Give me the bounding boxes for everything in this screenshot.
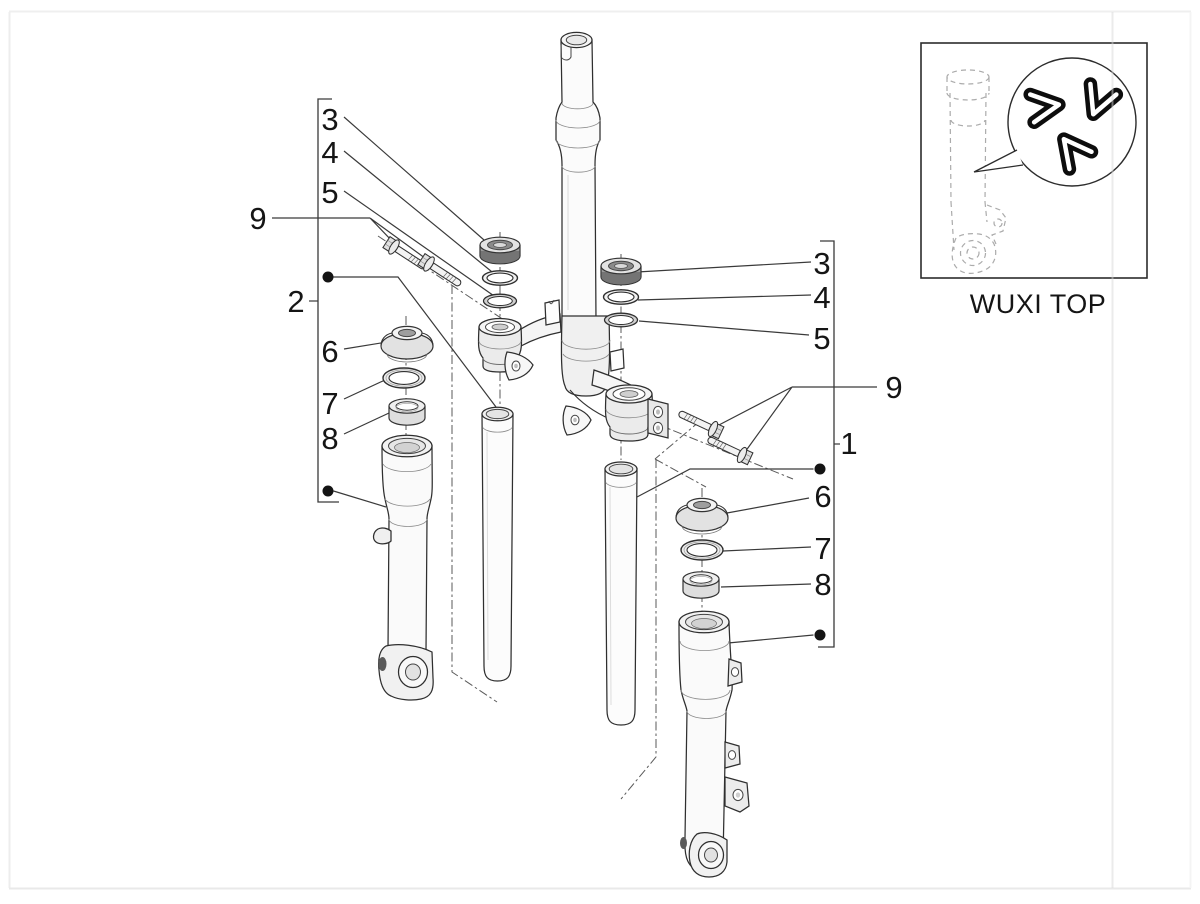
part-bushing-right — [682, 571, 720, 599]
part-fork-crown — [477, 299, 669, 442]
part-clamp-bolt-right-2 — [704, 431, 755, 467]
part-seal-ring-right — [680, 539, 724, 561]
part-oring-left — [481, 270, 519, 286]
part-outer-tube-left — [372, 434, 434, 701]
group-1-marker-top — [814, 463, 826, 475]
leader-6-right — [726, 497, 810, 514]
callout-left-5: 5 — [321, 175, 338, 210]
leader-7-left — [343, 379, 386, 400]
stem-cable-notch — [560, 45, 572, 61]
callout-left-6: 6 — [321, 334, 338, 369]
leader-2-outer-tube — [333, 490, 387, 508]
part-dust-cover-left — [380, 325, 434, 363]
inset-ghost-fork-leg — [946, 69, 1007, 274]
callout-right-7: 7 — [814, 531, 831, 566]
group-1-marker-bottom — [814, 629, 826, 641]
part-outer-tube-right — [678, 610, 750, 878]
part-washer-right — [603, 312, 639, 328]
part-oring-right — [602, 289, 640, 305]
part-dust-cover-right — [675, 497, 729, 535]
inset-caption: WUXI TOP — [970, 289, 1107, 319]
callout-labels: 3 4 5 9 2 6 7 8 3 4 5 9 1 6 7 8 — [249, 102, 902, 602]
callout-right-9: 9 — [885, 370, 902, 405]
part-bushing-left — [388, 398, 426, 426]
part-bearing-cap-right — [600, 257, 642, 286]
part-stanchion-right — [604, 461, 638, 726]
part-seal-ring-left — [382, 367, 426, 389]
callout-left-9: 9 — [249, 201, 266, 236]
logo-bubble-circle — [1007, 57, 1137, 187]
callout-left-2: 2 — [287, 284, 304, 319]
manufacturer-inset: WUXI TOP — [920, 42, 1148, 319]
group-2-marker-bottom — [322, 485, 334, 497]
callout-right-6: 6 — [814, 479, 831, 514]
callout-right-5: 5 — [813, 321, 830, 356]
page-border-artifacts — [8, 10, 1192, 890]
leader-3-right — [636, 261, 812, 273]
callout-right-3: 3 — [813, 246, 830, 281]
callout-left-7: 7 — [321, 386, 338, 421]
group-2-marker-top — [322, 271, 334, 283]
part-stanchion-left — [481, 406, 514, 682]
callout-right-8: 8 — [814, 567, 831, 602]
leader-3-left — [343, 116, 493, 248]
leader-4-right — [637, 294, 812, 301]
leader-7-right — [722, 546, 812, 552]
leader-5-left — [343, 190, 498, 299]
inset-logo-bubble — [973, 57, 1137, 187]
callout-left-4: 4 — [321, 135, 338, 170]
leader-6-left — [343, 341, 388, 350]
part-steering-stem — [555, 31, 601, 323]
part-washer-left — [482, 293, 518, 309]
leader-1-stanchion — [636, 468, 814, 498]
callout-right-4: 4 — [813, 280, 830, 315]
crown-right-clamp — [604, 384, 669, 442]
leader-5-right — [638, 320, 810, 336]
leader-4-left — [343, 150, 498, 277]
callout-left-3: 3 — [321, 102, 338, 137]
tube-clip-tab-left — [372, 527, 392, 545]
leader-1-outer-tube — [727, 634, 814, 644]
part-clamp-bolt-left-1 — [381, 234, 431, 275]
leader-8-left — [343, 412, 390, 435]
leader-lines — [272, 98, 877, 648]
callout-right-1: 1 — [840, 426, 857, 461]
leader-9-right — [716, 386, 877, 453]
leader-8-right — [720, 583, 812, 588]
leader-2-stanchion — [333, 276, 497, 408]
callout-left-8: 8 — [321, 421, 338, 456]
logo-bubble-tail — [973, 149, 1024, 173]
part-bearing-cap-left — [479, 236, 521, 265]
